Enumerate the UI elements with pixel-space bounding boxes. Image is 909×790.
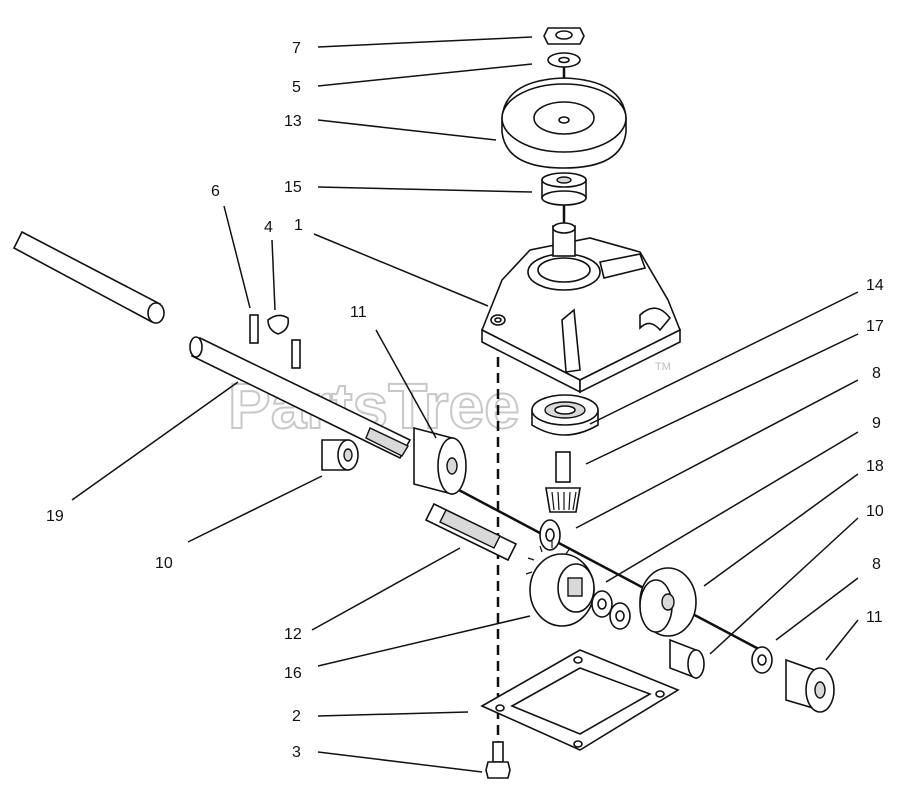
callout-3: 3 [292, 744, 301, 761]
bushing-right-part [669, 638, 705, 680]
axle-shaft-part [12, 230, 165, 324]
shaft-axis [439, 478, 771, 657]
bushing-left-part [321, 439, 359, 471]
callout-6: 6 [211, 183, 220, 200]
housing-part [480, 222, 682, 394]
watermark-tm: TM [655, 361, 671, 373]
callout-8-bottom: 8 [872, 556, 881, 573]
thrust-washer-part [539, 519, 561, 551]
spacer-part [541, 172, 587, 206]
roll-pin-part [249, 314, 301, 369]
washer-part [547, 52, 581, 68]
bolt-part [485, 741, 511, 779]
callout-13: 13 [284, 113, 302, 130]
washer-pair-part [591, 590, 631, 630]
callout-10-left: 10 [155, 555, 173, 572]
callout-11-top: 11 [350, 304, 367, 321]
callout-17: 17 [866, 318, 884, 335]
callout-15: 15 [284, 179, 302, 196]
spur-gear-part [639, 567, 697, 637]
output-shaft-part [424, 502, 518, 562]
callout-7: 7 [292, 40, 301, 57]
callout-12: 12 [284, 626, 302, 643]
callout-4: 4 [264, 219, 273, 236]
callout-11-bottom: 11 [866, 609, 883, 626]
callout-2: 2 [292, 708, 301, 725]
callout-10-right: 10 [866, 503, 884, 520]
cover-plate-part [480, 649, 680, 751]
callout-9: 9 [872, 415, 881, 432]
callout-8-top: 8 [872, 365, 881, 382]
pulley-part [501, 77, 627, 169]
bearing-part [531, 394, 599, 436]
callout-19: 19 [46, 508, 64, 525]
pinion-gear-part [545, 451, 581, 513]
callout-16: 16 [284, 665, 302, 682]
drive-gear-part [525, 541, 595, 627]
bushing-end-part [785, 658, 835, 713]
callout-1: 1 [294, 217, 303, 234]
main-shaft-part [189, 336, 412, 460]
callout-14: 14 [866, 277, 884, 294]
bushing-center-part [413, 426, 467, 496]
nut-part [543, 27, 585, 45]
retaining-ring-part [267, 314, 290, 335]
washer-right-part [751, 646, 773, 674]
callout-18: 18 [866, 458, 884, 475]
callout-5: 5 [292, 79, 301, 96]
